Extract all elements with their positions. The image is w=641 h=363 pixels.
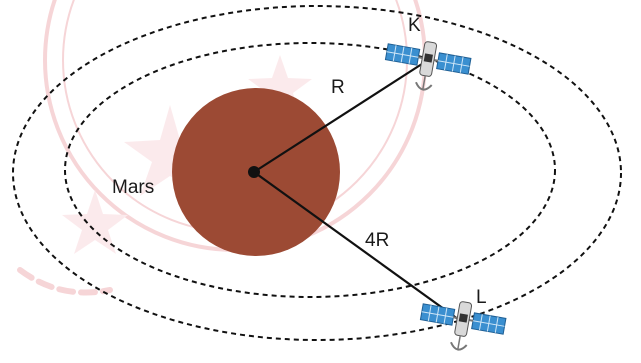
planet-label: Mars (112, 177, 154, 198)
satellite-k-icon (384, 41, 472, 91)
center-point (248, 166, 260, 178)
radius-line-k (253, 61, 426, 173)
satellite-l-icon (419, 301, 507, 351)
radius-l-label: 4R (365, 230, 389, 251)
inner-orbit (64, 42, 556, 298)
radius-line-l (253, 171, 463, 323)
satellite-l-label: L (476, 287, 487, 308)
satellite-k-label: K (408, 15, 421, 36)
radius-k-label: R (331, 77, 345, 98)
outer-orbit (12, 5, 622, 341)
